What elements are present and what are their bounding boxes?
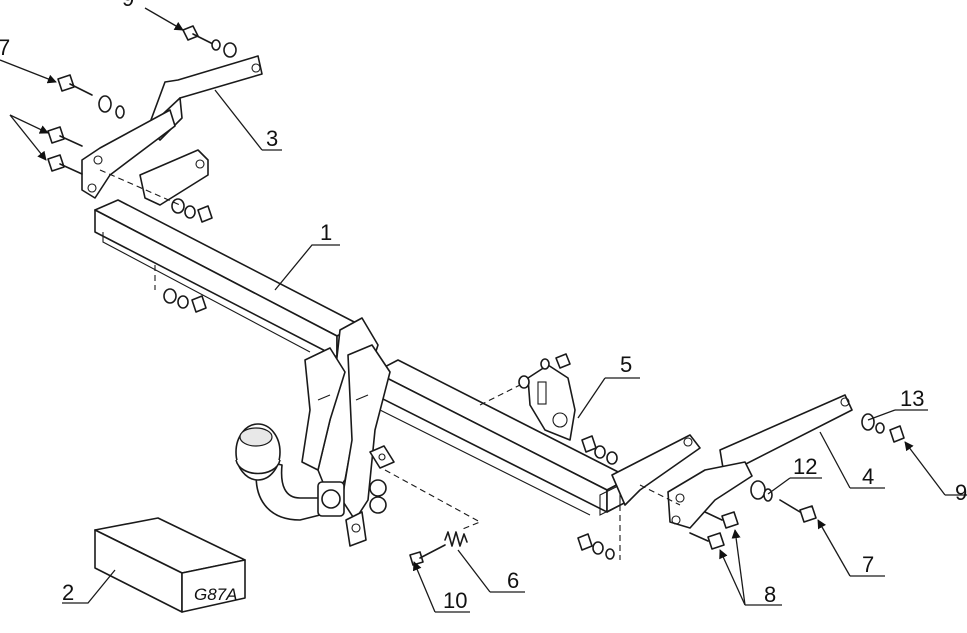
callout-4: 4 — [862, 464, 874, 489]
callout-labels: 1 2 3 4 5 6 7 7 8 9 9 10 12 13 — [0, 0, 967, 613]
callout-5: 5 — [620, 352, 632, 377]
callout-12: 12 — [793, 454, 817, 479]
assembly-lines — [99, 169, 681, 560]
leaders — [0, 7, 967, 613]
socket-plate — [527, 364, 576, 441]
callout-9-top: 9 — [122, 0, 134, 11]
callout-13: 13 — [900, 386, 924, 411]
tow-ball — [235, 423, 387, 547]
right-side-arm — [611, 394, 853, 529]
callout-10: 10 — [443, 588, 467, 613]
callout-1: 1 — [320, 220, 332, 245]
callout-2: 2 — [62, 580, 74, 605]
callout-3: 3 — [266, 126, 278, 151]
box-label: G87A — [194, 585, 237, 604]
instruction-box: G87A — [94, 517, 246, 613]
callout-8: 8 — [764, 582, 776, 607]
left-side-arm — [81, 55, 263, 206]
callout-7-left: 7 — [0, 35, 10, 60]
fasteners — [47, 25, 905, 566]
callout-6: 6 — [507, 568, 519, 593]
mount-tab — [369, 445, 395, 469]
callout-7-right: 7 — [862, 552, 874, 577]
callout-9-right: 9 — [955, 480, 967, 505]
neck-brackets — [301, 317, 391, 521]
